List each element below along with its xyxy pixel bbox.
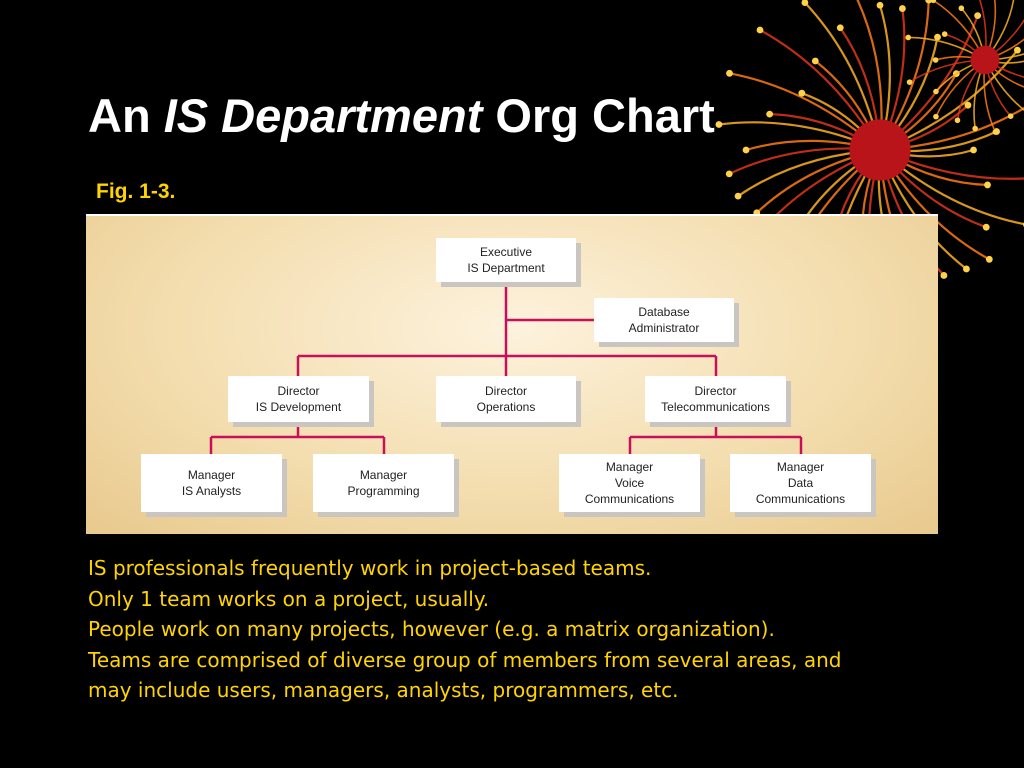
box-database-administrator: Database Administrator xyxy=(594,298,734,342)
box-director-tel-line1: Director xyxy=(694,384,737,398)
box-manager-voice-line3: Communications xyxy=(584,492,675,506)
title-italic: IS Department xyxy=(163,89,483,142)
slide-title: An IS Department Org Chart xyxy=(88,88,715,144)
box-director-is-development: Director IS Development xyxy=(228,376,369,422)
box-manager-is-analysts: Manager IS Analysts xyxy=(141,454,282,512)
figure-caption: Fig. 1-3. xyxy=(96,180,176,203)
box-manager-data-line2: Data xyxy=(787,476,814,490)
box-manager-voice-line1: Manager xyxy=(605,460,654,474)
box-manager-programming: Manager Programming xyxy=(313,454,454,512)
box-manager-data-communications: Manager Data Communications xyxy=(730,454,871,512)
box-manager-analysts-line2: IS Analysts xyxy=(181,484,242,498)
note-line: may include users, managers, analysts, p… xyxy=(88,678,679,702)
box-manager-programming-line2: Programming xyxy=(347,484,420,498)
note-line: People work on many projects, however (e… xyxy=(88,617,775,641)
box-manager-voice-line2: Voice xyxy=(614,476,645,490)
box-executive-line1: Executive xyxy=(479,245,533,259)
box-dba-line1: Database xyxy=(638,305,690,319)
box-manager-voice-communications: Manager Voice Communications xyxy=(559,454,700,512)
box-director-ops-line1: Director xyxy=(484,384,527,398)
org-chart-figure: Executive IS Department Database Adminis… xyxy=(86,214,938,534)
box-director-dev-line2: IS Development xyxy=(255,400,342,414)
box-director-dev-line1: Director xyxy=(277,384,320,398)
note-line: IS professionals frequently work in proj… xyxy=(88,556,652,580)
org-chart-connectors xyxy=(209,282,803,454)
box-manager-data-line3: Communications xyxy=(755,492,846,506)
title-suffix: Org Chart xyxy=(495,89,715,142)
note-line: Only 1 team works on a project, usually. xyxy=(88,586,490,611)
box-director-tel-line2: Telecommunications xyxy=(661,400,770,414)
box-director-operations: Director Operations xyxy=(436,376,576,422)
firework-burst-small xyxy=(905,0,1024,135)
box-executive: Executive IS Department xyxy=(436,238,576,282)
box-dba-line2: Administrator xyxy=(628,321,700,335)
box-manager-analysts-line1: Manager xyxy=(187,468,236,482)
box-executive-line2: IS Department xyxy=(467,261,545,275)
box-director-telecommunications: Director Telecommunications xyxy=(645,376,786,422)
notes-list: IS professionals frequently work in proj… xyxy=(88,553,968,706)
box-manager-programming-line1: Manager xyxy=(359,468,408,482)
box-director-ops-line2: Operations xyxy=(476,400,536,414)
box-manager-data-line1: Manager xyxy=(776,460,825,474)
title-prefix: An xyxy=(88,89,151,142)
note-line: Teams are comprised of diverse group of … xyxy=(88,647,842,672)
